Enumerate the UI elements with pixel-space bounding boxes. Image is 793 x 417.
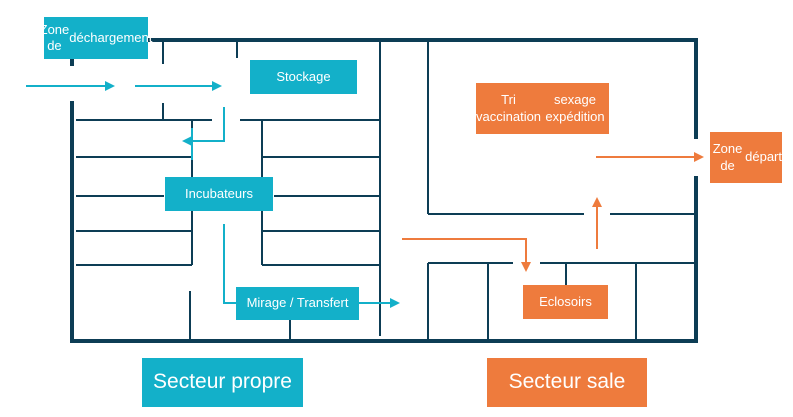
incubators-label: Incubateurs bbox=[165, 177, 273, 211]
departure-zone-label: Zone de départ bbox=[710, 132, 782, 183]
unloading-zone-line-1: Zone de bbox=[39, 21, 70, 53]
arrow-to-hatchers bbox=[402, 238, 531, 272]
departure-zone-line-1: Zone de bbox=[712, 141, 743, 173]
dirty-sector-label: Secteur sale bbox=[487, 358, 647, 407]
departure-zone-line-2: départ bbox=[745, 149, 782, 165]
unloading-zone-label: Zone de déchargement bbox=[40, 17, 152, 59]
dirty-flow-arrows bbox=[402, 152, 704, 272]
candling-transfer-label: Mirage / Transfert bbox=[236, 287, 359, 320]
sorting-line-1: Tri vaccination bbox=[476, 92, 542, 124]
unloading-zone-line-2: déchargement bbox=[69, 29, 153, 45]
sorting-line-2: sexage expédition bbox=[545, 92, 605, 124]
outer-walls bbox=[70, 38, 698, 343]
storage-label: Stockage bbox=[250, 60, 357, 94]
hatchers-label: Eclosoirs bbox=[523, 285, 608, 319]
sorting-label: Tri vaccination sexage expédition bbox=[476, 83, 609, 134]
clean-sector-label: Secteur propre bbox=[142, 358, 303, 407]
arrow-storage-out bbox=[182, 107, 225, 146]
